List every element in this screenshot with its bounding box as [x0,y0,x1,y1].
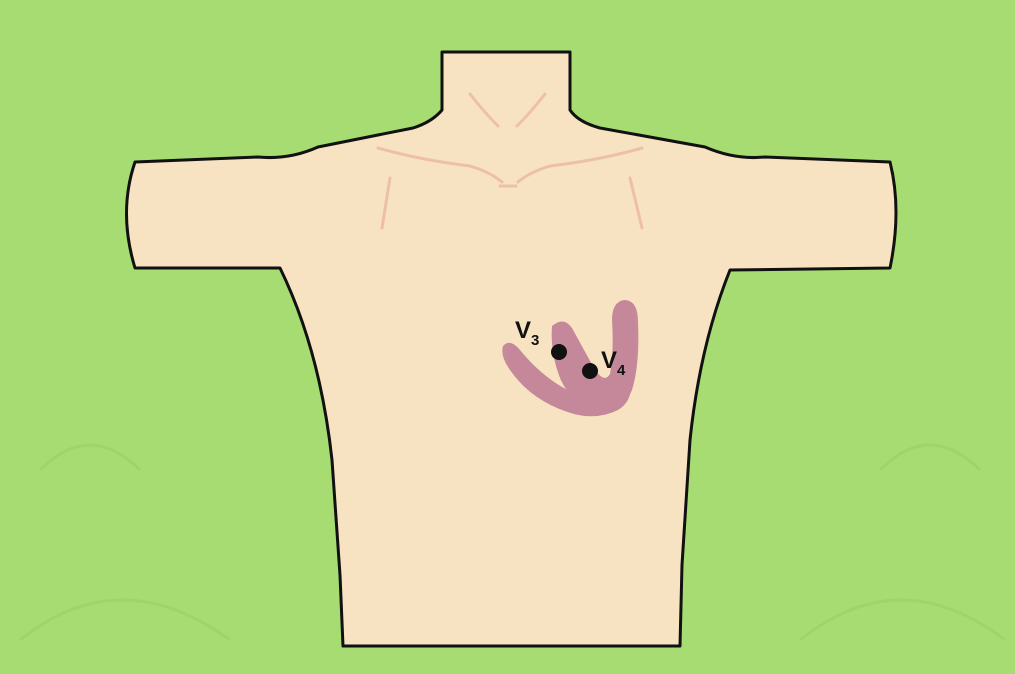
lead-label-v3-number: 3 [531,332,539,349]
lead-label-v3-letter: V [515,317,531,344]
lead-label-v4-letter: V [601,347,617,374]
electrode-v4 [582,363,598,379]
lead-label-v4-number: 4 [617,362,626,379]
electrode-v3 [551,344,567,360]
